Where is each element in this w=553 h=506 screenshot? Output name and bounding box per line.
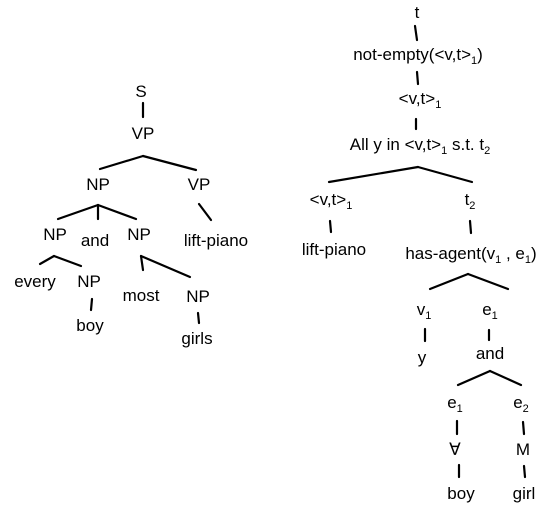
edge-npmid-most [139,254,145,272]
node-vp-top: VP [132,124,155,143]
node-s: S [135,82,146,101]
node-forall: ∀ [449,440,461,459]
node-girl: girl [513,484,536,503]
node-has-agent: has-agent(v1 , e1) [405,244,536,266]
edge-npleft-every [38,254,56,266]
edge-vp-liftpiano [197,202,213,222]
node-every: every [14,272,56,291]
node-y: y [418,348,427,367]
node-v1: v1 [417,300,432,322]
edge-e2-m [521,420,526,436]
node-np-top: NP [86,175,110,194]
node-boy-right: boy [447,484,475,503]
node-and-right: and [476,344,504,363]
node-and: and [81,231,109,250]
node-lift-piano-right: lift-piano [302,240,366,259]
right-semantic-tree: t not-empty(<v,t>1) <v,t>1 All y in <v,t… [302,3,537,503]
node-t: t [415,3,420,22]
edge-t2-hasagent [468,219,473,235]
edge-np-girls [196,311,201,325]
edge-vp-np [98,154,145,171]
node-m: M [516,440,530,459]
edge-hasagent-v1 [428,272,470,291]
node-e1: e1 [482,300,498,322]
edge-npleft-np [52,254,83,268]
edge-np-np-left [56,203,100,221]
node-boy: boy [76,316,104,335]
node-most: most [123,286,160,305]
edge-vtleft-liftpiano [328,219,333,234]
edge-ally-vt-left [327,165,420,184]
left-syntax-tree: S VP NP VP NP and NP lift-piano every NP… [14,82,248,348]
edge-np-np-mid [96,203,138,221]
node-vt: <v,t>1 [399,89,442,111]
node-lift-piano: lift-piano [184,231,248,250]
edge-and-e2 [488,369,523,387]
edge-t-notempty [413,24,419,42]
edge-npmid-np [139,254,192,279]
edge-hasagent-e1 [466,272,510,291]
edge-m-girl [522,464,527,479]
edge-and-e1b [456,369,492,387]
edge-np-boy [89,297,94,312]
edge-notempty-vt [415,70,420,86]
edge-vp-vp [141,154,198,172]
edge-ally-t2 [416,165,474,184]
node-all-y: All y in <v,t>1 s.t. t2 [350,135,490,157]
node-e2: e2 [513,393,529,415]
node-e1b: e1 [447,393,463,415]
node-not-empty: not-empty(<v,t>1) [353,45,483,67]
node-vt-left: <v,t>1 [310,190,353,212]
node-np-mid: NP [127,225,151,244]
node-vp-right: VP [188,175,211,194]
node-t2: t2 [465,190,476,212]
node-girls: girls [181,329,212,348]
node-np-girls: NP [186,287,210,306]
node-np-left: NP [43,225,67,244]
node-np-boy: NP [77,272,101,291]
